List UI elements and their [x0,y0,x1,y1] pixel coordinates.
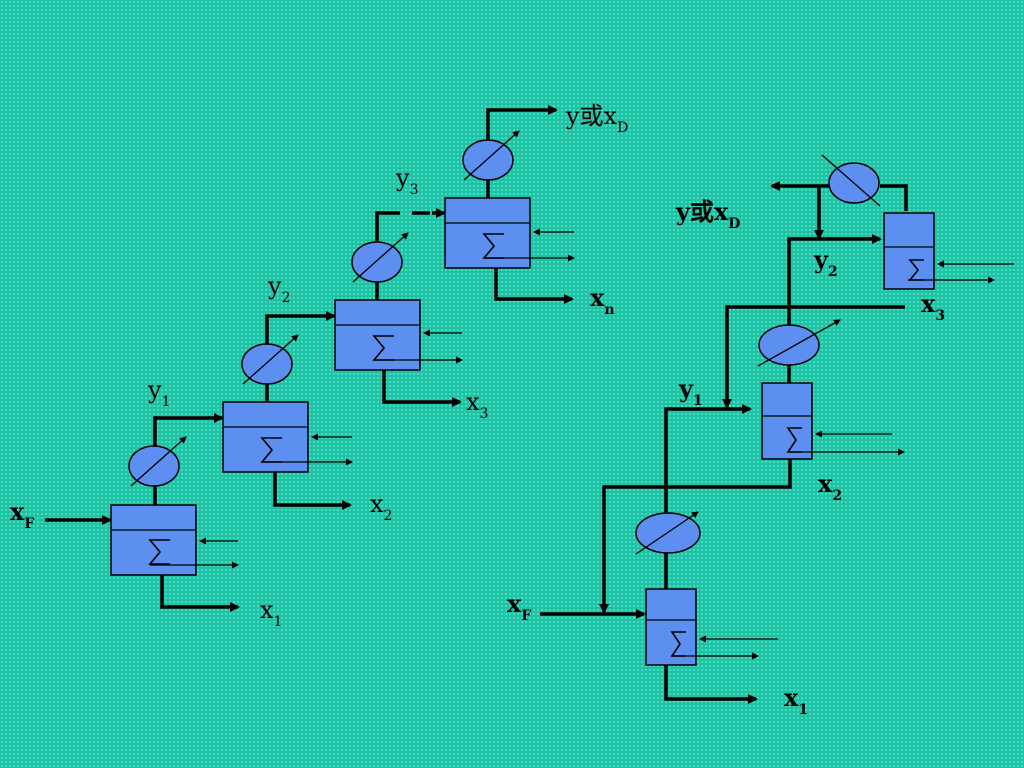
left-output-label-n: xn [590,283,615,318]
right-stage-2 [599,234,905,614]
heater-2 [758,324,820,366]
right-vapor-label-2: y2 [813,245,838,280]
left-output-label-3: x3 [466,388,488,422]
vessel-3 [334,299,421,371]
left-vapor-label-1: y1 [147,376,170,410]
left-vapor-label-3: y3 [395,164,418,198]
vessel-2 [222,401,309,473]
vessel-2 [761,382,813,460]
left-top-label: y或xD [565,102,628,136]
left-vapor-label-2: y2 [267,272,290,306]
right-output-label-2: x2 [818,469,842,504]
right-stage-3 [722,154,1014,409]
left-output-label-1: x1 [260,596,282,630]
right-output-label-3: x3 [921,289,945,324]
vessel-3 [883,212,935,290]
left-feed-label: xF [10,497,34,532]
right-diagram: y或xD y2 x3 y1 x2 xF x1 [507,154,1014,718]
left-diagram: xF x1 x2 x3 xn y1 y2 y3 y或xD [10,102,628,630]
heating-coil-icon [148,539,170,565]
right-stage-1 [540,404,778,704]
left-stage-2 [222,311,353,510]
right-vapor-label-1: y1 [678,374,703,409]
left-output-label-2: x2 [370,490,392,524]
right-top-label: y或xD [675,197,740,232]
right-feed-label: xF [507,589,531,624]
left-stage-1 [45,413,240,612]
left-stage-3 [334,208,463,407]
vessel-1 [645,588,697,666]
left-stage-n [444,105,575,304]
right-output-label-1: x1 [784,683,808,718]
